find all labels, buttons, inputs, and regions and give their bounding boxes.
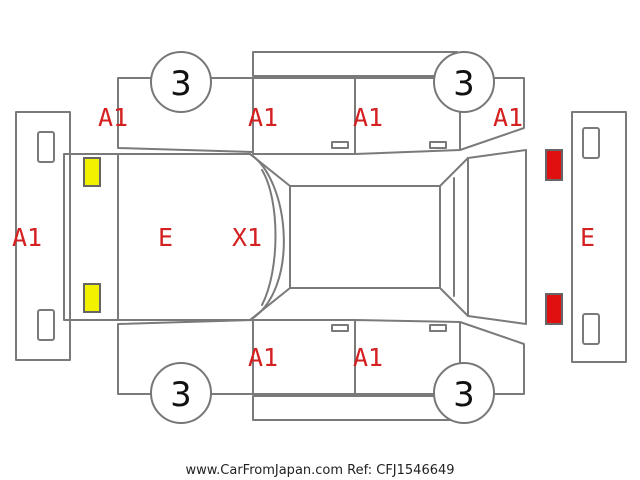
front-lamp-left <box>83 157 101 187</box>
rear-lamp-left <box>545 149 563 181</box>
wheel-rear-right: 3 <box>433 362 495 424</box>
wheel-rear-left: 3 <box>433 51 495 113</box>
front-lamp-right <box>83 283 101 313</box>
damage-code-windshield: X1 <box>232 223 262 252</box>
wheel-front-right: 3 <box>150 362 212 424</box>
wheel-front-left-label: 3 <box>170 64 192 104</box>
damage-code-rear-bumper: E <box>580 223 595 252</box>
damage-code-left-rear-quarter: A1 <box>493 103 523 132</box>
damage-code-hood: E <box>158 223 173 252</box>
wheel-rear-left-label: 3 <box>453 64 475 104</box>
wheel-front-left: 3 <box>150 51 212 113</box>
damage-code-left-rear-door: A1 <box>353 103 383 132</box>
rear-lamp-right <box>545 293 563 325</box>
car-body-top-view <box>63 149 527 325</box>
rear-bumper <box>571 111 627 363</box>
wheel-front-right-label: 3 <box>170 375 192 415</box>
wheel-rear-right-label: 3 <box>453 375 475 415</box>
damage-code-right-rear-door: A1 <box>353 343 383 372</box>
damage-code-left-front-door: A1 <box>248 103 278 132</box>
footer-reference: www.CarFromJapan.com Ref: CFJ1546649 <box>185 463 454 478</box>
damage-code-left-front-fender: A1 <box>98 103 128 132</box>
front-bumper <box>15 111 71 361</box>
damage-code-right-front-door: A1 <box>248 343 278 372</box>
front-lamps <box>83 157 101 313</box>
damage-code-front-bumper: A1 <box>12 223 42 252</box>
rear-lamps <box>545 149 563 325</box>
